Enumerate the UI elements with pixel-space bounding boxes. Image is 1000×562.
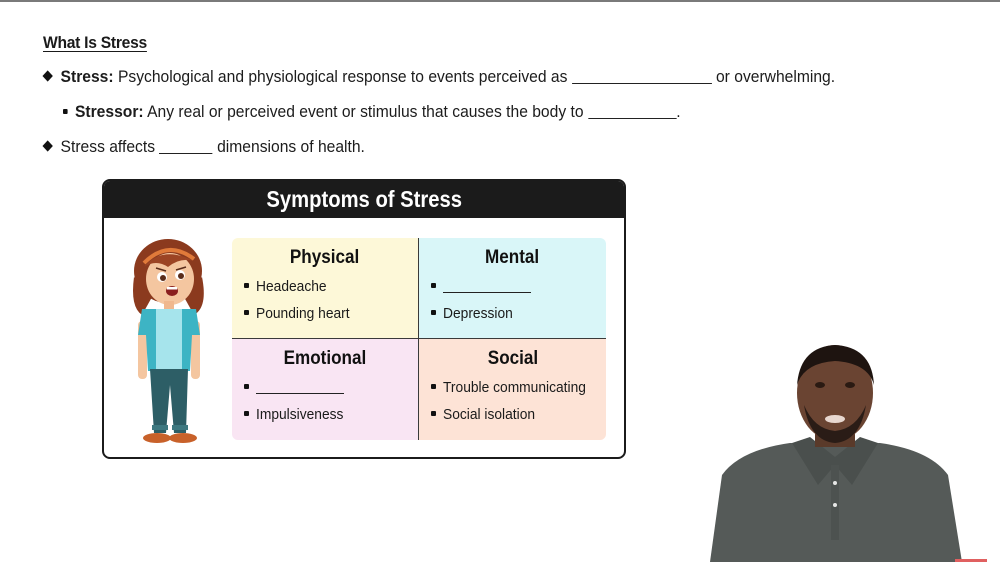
diamond-bullet-icon: [42, 70, 53, 82]
quadrant-title: Physical: [290, 247, 360, 268]
dot-bullet-icon: [63, 109, 68, 114]
statement-text: Stress affects: [60, 137, 156, 156]
presenter-video: [710, 345, 962, 562]
quadrant-title: Social: [487, 348, 538, 369]
dot-bullet-icon: [244, 411, 249, 416]
quadrant-emotional: Emotional Impulsiveness: [232, 339, 419, 440]
symptom-item: Depression: [431, 304, 606, 331]
dot-bullet-icon: [431, 384, 436, 389]
quadrant-title: Emotional: [283, 348, 367, 369]
dot-bullet-icon: [244, 283, 249, 288]
fill-in-blank: [256, 380, 344, 394]
quadrant-mental: Mental Depression: [419, 238, 606, 339]
fill-in-blank: [587, 104, 677, 119]
fill-in-blank: [443, 279, 531, 293]
term-stress: Stress:: [60, 67, 114, 86]
accent-strip: [955, 559, 987, 562]
diamond-bullet-icon: [42, 140, 53, 152]
term-stressor: Stressor:: [74, 102, 144, 121]
definition-text-after: or overwhelming.: [715, 67, 836, 86]
definition-text: Any real or perceived event or stimulus …: [147, 102, 584, 121]
symptom-item: Impulsiveness: [244, 405, 418, 432]
dot-bullet-icon: [244, 384, 249, 389]
worried-girl-illustration: [133, 239, 204, 443]
symptom-item: Headeache: [244, 277, 418, 304]
fill-in-blank: [159, 139, 213, 154]
symptom-item-blank: [431, 277, 606, 304]
card-title: Symptoms of Stress: [266, 186, 462, 212]
quadrant-social: Social Trouble communicating Social isol…: [419, 339, 606, 440]
definition-text: Psychological and physiological response…: [117, 67, 568, 86]
bullet-stress-definition: Stress: Psychological and physiological …: [42, 67, 836, 87]
symptom-item: Social isolation: [431, 405, 606, 432]
definition-text-after: .: [676, 102, 681, 121]
symptom-item: Pounding heart: [244, 304, 418, 331]
dot-bullet-icon: [431, 283, 436, 288]
symptom-item: Trouble communicating: [431, 378, 606, 405]
statement-text-after: dimensions of health.: [217, 137, 365, 156]
dot-bullet-icon: [431, 310, 436, 315]
dot-bullet-icon: [244, 310, 249, 315]
bullet-stressor-definition: Stressor: Any real or perceived event or…: [63, 102, 681, 122]
top-divider: [0, 0, 1000, 2]
quadrant-title: Mental: [485, 247, 540, 268]
bullet-stress-affects: Stress affects dimensions of health.: [42, 137, 365, 157]
fill-in-blank: [571, 69, 712, 84]
symptoms-grid: Physical Headeache Pounding heart Mental…: [232, 238, 606, 440]
quadrant-physical: Physical Headeache Pounding heart: [232, 238, 419, 339]
card-header: Symptoms of Stress: [104, 181, 624, 218]
dot-bullet-icon: [431, 411, 436, 416]
symptom-item-blank: [244, 378, 418, 405]
symptoms-card: Symptoms of Stress: [102, 179, 626, 459]
slide-title: What Is Stress: [43, 33, 147, 52]
